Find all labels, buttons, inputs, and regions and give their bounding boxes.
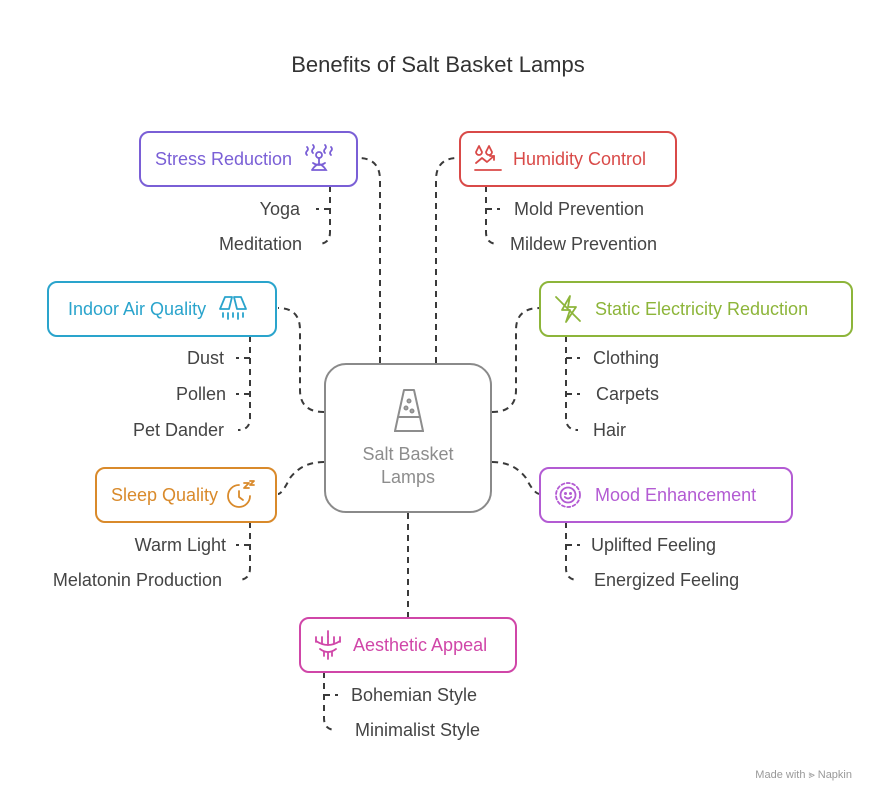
connector-static bbox=[491, 307, 541, 413]
air-purifier-icon bbox=[216, 292, 250, 326]
water-drops-icon bbox=[471, 142, 505, 176]
connector-stress bbox=[357, 157, 381, 363]
list-item: Uplifted Feeling bbox=[591, 535, 717, 555]
list-item: Melatonin Production bbox=[52, 570, 222, 590]
node-label: Aesthetic Appeal bbox=[353, 634, 488, 655]
list-item: Carpets bbox=[596, 384, 660, 404]
list-item: Clothing bbox=[593, 348, 660, 368]
list-item: Meditation bbox=[218, 234, 302, 254]
connector-mood bbox=[491, 461, 541, 495]
connector-air bbox=[277, 307, 325, 413]
list-item: Minimalist Style bbox=[355, 720, 481, 740]
node-indoor-air-quality[interactable]: Indoor Air Quality bbox=[47, 281, 277, 337]
node-label: Humidity Control bbox=[513, 148, 647, 169]
sleep-icon bbox=[224, 478, 258, 512]
connector-sleep bbox=[277, 461, 325, 495]
node-stress-reduction[interactable]: Stress Reduction bbox=[139, 131, 358, 187]
node-sleep-quality[interactable]: Sleep Quality bbox=[95, 467, 277, 523]
chandelier-icon bbox=[311, 628, 345, 662]
footer-credit[interactable]: Made with ⪢ Napkin bbox=[755, 769, 852, 781]
node-label: Stress Reduction bbox=[155, 148, 293, 169]
lamp-icon bbox=[393, 387, 425, 438]
list-item: Bohemian Style bbox=[351, 685, 478, 705]
lightning-off-icon bbox=[551, 292, 585, 326]
node-humidity-control[interactable]: Humidity Control bbox=[459, 131, 677, 187]
list-item: Dust bbox=[186, 348, 224, 368]
node-static-electricity-reduction[interactable]: Static Electricity Reduction bbox=[539, 281, 853, 337]
list-item: Pet Dander bbox=[132, 420, 224, 440]
node-label: Mood Enhancement bbox=[595, 484, 757, 505]
list-item: Yoga bbox=[259, 199, 300, 219]
node-label: Sleep Quality bbox=[111, 484, 219, 505]
node-label: Indoor Air Quality bbox=[68, 298, 207, 319]
center-node[interactable]: Salt Basket Lamps bbox=[324, 363, 492, 513]
list-item: Hair bbox=[593, 420, 627, 440]
node-aesthetic-appeal[interactable]: Aesthetic Appeal bbox=[299, 617, 517, 673]
center-label: Salt Basket Lamps bbox=[326, 443, 490, 489]
center-label-line1: Salt Basket bbox=[362, 444, 454, 464]
meditation-icon bbox=[302, 142, 336, 176]
list-item: Pollen bbox=[175, 384, 226, 404]
node-mood-enhancement[interactable]: Mood Enhancement bbox=[539, 467, 793, 523]
list-item: Energized Feeling bbox=[594, 570, 740, 590]
connector-humidity bbox=[435, 157, 459, 363]
smiley-icon bbox=[551, 478, 585, 512]
center-label-line2: Lamps bbox=[380, 467, 436, 487]
list-item: Mold Prevention bbox=[514, 199, 645, 219]
list-item: Mildew Prevention bbox=[510, 234, 658, 254]
diagram-title: Benefits of Salt Basket Lamps bbox=[291, 52, 585, 77]
list-item: Warm Light bbox=[134, 535, 226, 555]
node-label: Static Electricity Reduction bbox=[595, 298, 809, 319]
